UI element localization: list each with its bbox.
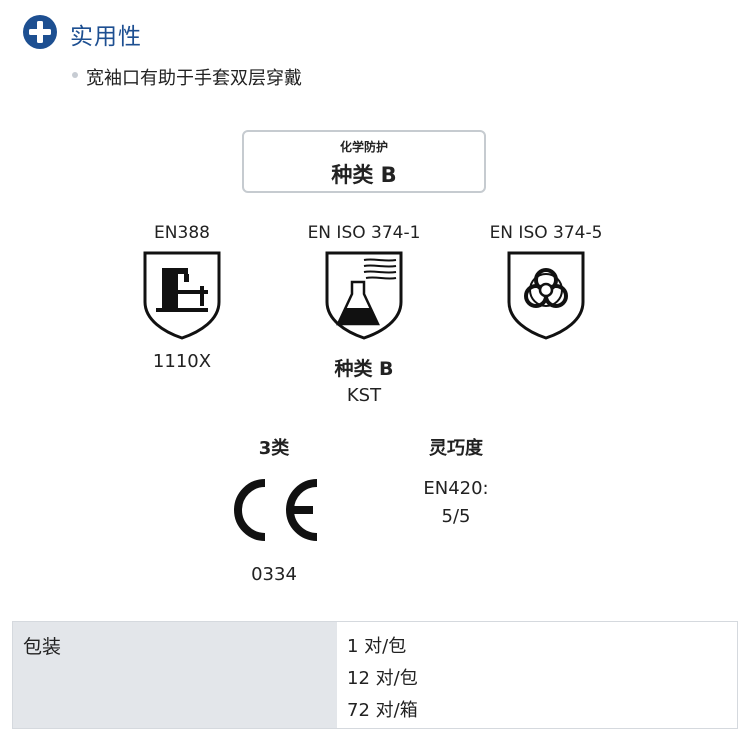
cert-type-en374-1: 种类 B xyxy=(334,358,394,380)
ce-mark-icon xyxy=(234,479,318,541)
protection-category-box: 化学防护 种类 B xyxy=(242,130,486,193)
cert-rating-en388: 1110X xyxy=(152,351,212,372)
packaging-value: 1 对/包 xyxy=(347,636,407,657)
mechanical-hazard-shield-icon xyxy=(143,251,221,340)
packaging-table: 包装 1 对/包 12 对/包 72 对/箱 xyxy=(12,621,738,729)
cert-code-en374-1: KST xyxy=(346,385,382,406)
cert-standard-en374-1: EN ISO 374-1 xyxy=(307,223,421,243)
section-title: 实用性 xyxy=(70,24,142,50)
cert-standard-en388: EN388 xyxy=(154,223,210,243)
packaging-value: 12 对/包 xyxy=(347,668,418,689)
cert-standard-en374-5: EN ISO 374-5 xyxy=(489,223,603,243)
feature-bullet: 宽袖口有助于手套双层穿戴 xyxy=(86,68,302,89)
biohazard-shield-icon xyxy=(507,251,585,340)
ce-category: 3类 xyxy=(258,438,290,459)
ce-notified-body-number: 0334 xyxy=(251,564,297,585)
packaging-values-cell: 1 对/包 12 对/包 72 对/箱 xyxy=(337,622,737,728)
packaging-value: 72 对/箱 xyxy=(347,700,418,721)
packaging-label-cell: 包装 xyxy=(13,622,337,728)
bullet-dot xyxy=(72,72,78,78)
dexterity-score: 5/5 xyxy=(441,506,471,527)
plus-circle-icon xyxy=(23,15,57,49)
category-subtitle: 化学防护 xyxy=(339,140,388,154)
dexterity-standard: EN420: xyxy=(423,478,489,499)
dexterity-title: 灵巧度 xyxy=(429,438,483,459)
packaging-label: 包装 xyxy=(23,636,62,658)
category-title: 种类 B xyxy=(331,163,397,187)
chemical-flask-shield-icon xyxy=(325,251,403,340)
